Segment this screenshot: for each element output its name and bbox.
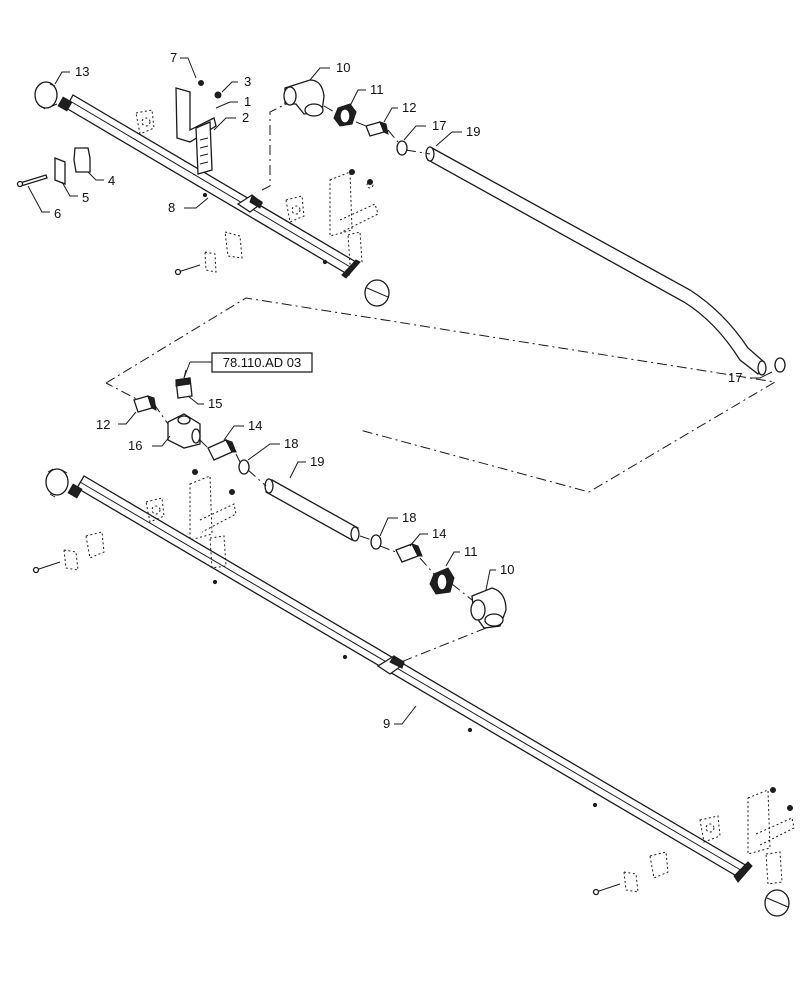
callout-15: 15 <box>208 396 222 411</box>
callout-leaders <box>27 57 773 725</box>
callout-5: 5 <box>82 190 89 205</box>
callout-19-lower: 19 <box>310 454 324 469</box>
hose-barb-lower <box>133 395 157 413</box>
tee-fitting <box>167 413 201 449</box>
callout-12-lower: 12 <box>96 417 110 432</box>
callout-9: 9 <box>383 716 390 731</box>
elbow-fitting-lower <box>470 587 507 629</box>
callout-10-upper: 10 <box>336 60 350 75</box>
hose-lower <box>264 478 360 542</box>
callout-11-lower: 11 <box>464 544 478 559</box>
dotted-bracket-lower-left <box>32 469 237 574</box>
hose-clamp-18-left <box>238 459 250 475</box>
end-cap-upper-left <box>34 81 73 112</box>
hose-clamp-18-right <box>370 534 382 550</box>
callout-14-right: 14 <box>432 526 446 541</box>
callout-11-upper: 11 <box>370 82 384 97</box>
dotted-bracket-lower-right <box>592 787 795 896</box>
callout-17-upper: 17 <box>432 118 446 133</box>
callout-2: 2 <box>242 110 249 125</box>
hose-upper <box>425 146 767 376</box>
callout-6: 6 <box>54 206 61 221</box>
callout-16: 16 <box>128 438 142 453</box>
fitting-15 <box>175 377 193 399</box>
tube-saddle-fitting-upper <box>236 194 264 213</box>
callout-19-upper: 19 <box>466 124 480 139</box>
dotted-bracket-upper-right <box>285 171 379 265</box>
boom-tube-lower <box>76 475 748 879</box>
bracket-1-upper <box>175 80 222 175</box>
callout-18-right: 18 <box>402 510 416 525</box>
assembly-path-upper <box>261 103 431 191</box>
callout-13: 13 <box>75 64 89 79</box>
callout-7: 7 <box>170 50 177 65</box>
hose-clamp-lower-right <box>774 357 786 373</box>
assembly-envelope <box>105 297 777 493</box>
hose-clamp-upper <box>396 140 408 156</box>
callout-1: 1 <box>244 94 251 109</box>
nut-lower <box>429 567 455 595</box>
callout-18-left: 18 <box>284 436 298 451</box>
callout-12-upper: 12 <box>402 100 416 115</box>
callout-4: 4 <box>108 173 115 188</box>
end-cap-upper-right <box>341 259 390 307</box>
callout-labels: 1 2 3 4 5 6 7 8 9 10 10 11 11 12 12 13 1… <box>54 50 742 731</box>
dotted-clamp-upper-lower <box>174 169 373 276</box>
reference-box[interactable]: 78.110.AD 03 <box>183 352 313 379</box>
hose-barb-upper <box>365 121 389 137</box>
clamp-assembly-left <box>16 147 91 188</box>
dotted-bracket-upper-left <box>135 109 155 135</box>
tube-saddle-fitting-lower <box>376 655 406 675</box>
callout-10-lower: 10 <box>500 562 514 577</box>
callout-17-lower: 17 <box>728 370 742 385</box>
end-cap-lower-left <box>45 468 83 499</box>
end-cap-lower-right <box>733 861 790 917</box>
reference-box-label: 78.110.AD 03 <box>223 355 302 370</box>
adapter-14-left <box>207 439 237 461</box>
assembly-path-lower <box>153 403 487 665</box>
callout-8: 8 <box>168 200 175 215</box>
adapter-14-right <box>395 543 423 563</box>
callout-14-left: 14 <box>248 418 262 433</box>
elbow-fitting-upper <box>283 79 325 117</box>
nut-upper <box>333 103 357 127</box>
callout-3: 3 <box>244 74 251 89</box>
